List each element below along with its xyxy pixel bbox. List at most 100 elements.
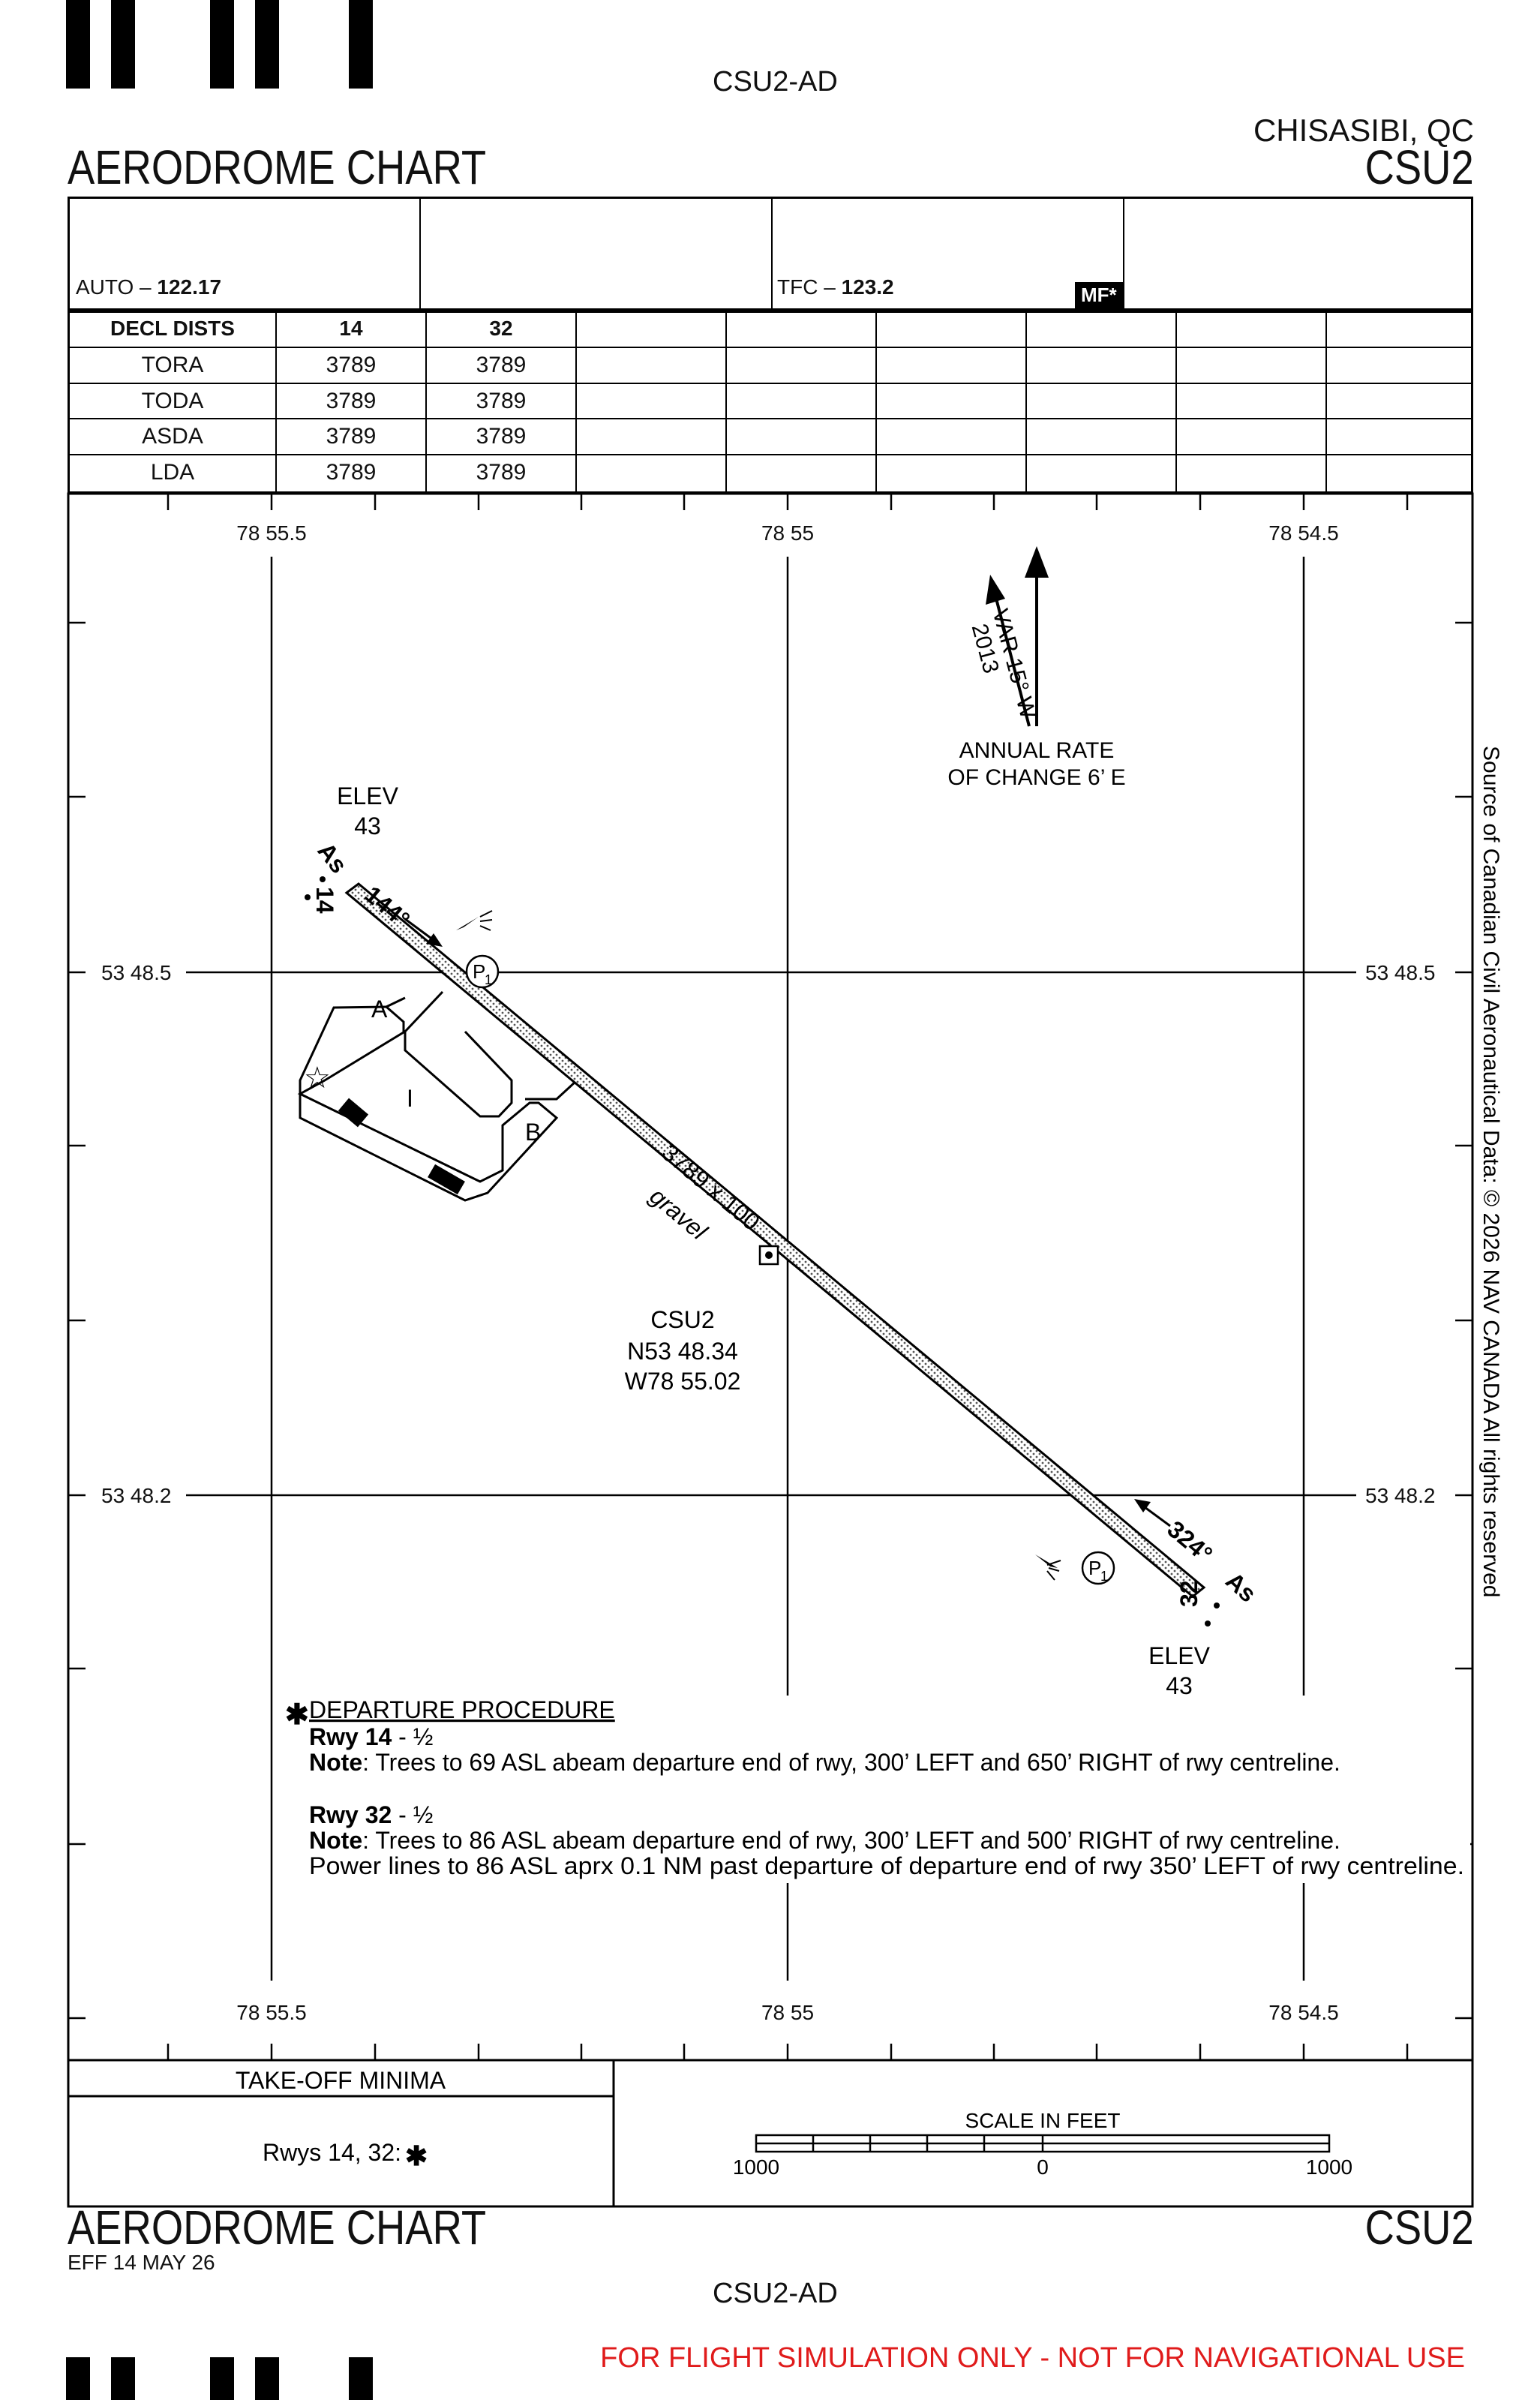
latitude-label: 53 48.5 [1365,961,1435,984]
tfc-value: 123.2 [841,275,894,299]
arp-id: CSU2 [650,1306,714,1333]
graticule [186,557,1356,1981]
runway-light-dot [305,894,311,900]
runway-light-dot [320,876,326,882]
table-cell: 3789 [476,353,527,377]
taxiway-label-i: I [407,1085,413,1112]
rwy14-lighting: As [312,837,353,878]
edge-ticks [68,494,1472,2060]
magnetic-north-arrow [986,575,1031,727]
longitude-label: 78 55 [761,2001,814,2024]
table-cell: 3789 [326,389,377,413]
simulation-disclaimer: FOR FLIGHT SIMULATION ONLY - NOT FOR NAV… [600,2342,1465,2374]
taxiway-a-edge [386,996,406,1008]
asterisk-icon: ✱ [405,2140,428,2171]
runway-light-dot [1205,1621,1211,1627]
table-row-label: ASDA [142,424,203,449]
bottom-panel [67,2059,1474,2208]
papi-subscript: 1 [485,972,492,987]
rwy-14-column-header: 14 [339,317,363,340]
table-row-label: TODA [141,389,204,413]
auto-label: AUTO – [76,275,152,299]
taxiway-label-a: A [371,996,388,1023]
table-cell: 3789 [476,460,527,485]
departure-rwy32-heading: Rwy 32 - ½ [309,1801,433,1828]
rwy32-label: Rwy 32 [309,1801,392,1828]
table-row-label: LDA [150,460,195,485]
papi-arrow-icon [1035,1554,1061,1581]
rwy14-direction-arrow [404,918,443,947]
note-label: Note [309,1827,362,1854]
rwy14-label: Rwy 14 [309,1723,392,1750]
latitude-label: 53 48.2 [1365,1484,1435,1507]
table-cell: 3789 [326,424,377,449]
table-row-label: TORA [141,353,204,377]
table-cell: 3789 [476,389,527,413]
annual-rate-line1: ANNUAL RATE [959,738,1115,763]
rwy32-lighting: As [1220,1566,1261,1607]
rwy32-number: 32 [1175,1580,1202,1607]
arp-lat: N53 48.34 [627,1338,738,1365]
asterisk-icon: ✱ [285,1699,309,1731]
papi-symbol: P 1 [465,954,500,989]
location-name: CHISASIBI, QC [1253,113,1474,148]
takeoff-minima-value: Rwys 14, 32: [263,2139,401,2166]
latitude-label: 53 48.5 [101,961,171,984]
effective-date: EFF 14 MAY 26 [68,2251,215,2274]
footer-chart-title: AERODROME CHART [68,2200,487,2254]
rwy14-elev-label: ELEV [337,782,398,810]
frequency-panel: AUTO – 122.17 TFC – 123.2 MF* [68,197,1473,311]
rwy32-value: - ½ [392,1801,433,1828]
rwy14-number: 14 [311,887,338,914]
taxiway-label-b: B [525,1119,541,1146]
papi-letter: P [473,960,485,983]
doc-code-top: CSU2-AD [713,66,838,98]
papi-subscript: 1 [1100,1569,1108,1584]
runway-light-dot [1214,1603,1220,1609]
papi-letter: P [1088,1557,1101,1579]
north-arrow [1025,546,1049,726]
building [428,1164,465,1195]
mf-badge: MF* [1075,282,1123,308]
scale-zero-label: 0 [1037,2155,1049,2179]
apron-outline [297,1005,559,1202]
departure-backing [285,1696,1470,1883]
papi-arrow-icon [456,910,493,931]
building [338,1098,369,1128]
rwy-32-column-header: 32 [489,317,513,340]
scale-bar [755,2134,1331,2153]
tfc-label: TFC – [777,275,836,299]
tfc-frequency: TFC – 123.2 [777,275,894,299]
arp-symbol [758,1245,779,1266]
doc-code-bottom: CSU2-AD [713,2278,838,2309]
rwy32-elev-label: ELEV [1148,1642,1210,1669]
longitude-label: 78 55.5 [236,2001,306,2024]
departure-rwy14-heading: Rwy 14 - ½ [309,1723,433,1750]
note-text: : Trees to 86 ASL abeam departure end of… [362,1827,1340,1854]
scale-right-label: 1000 [1306,2155,1352,2179]
side-copyright: Source of Canadian Civil Aeronautical Da… [1478,746,1503,1597]
auto-frequency: AUTO – 122.17 [76,275,221,299]
star-icon: ☆ [304,1062,331,1095]
table-cell: 3789 [326,353,377,377]
table-cell: 3789 [326,460,377,485]
rwy14-elev-value: 43 [354,813,381,840]
chart-title: AERODROME CHART [68,140,487,194]
departure-rwy32-note2: Power lines to 86 ASL aprx 0.1 NM past d… [309,1852,1464,1879]
airport-id: CSU2 [1364,140,1474,194]
papi-symbol: P 1 [1081,1551,1115,1585]
annual-rate-line2: OF CHANGE 6’ E [947,765,1125,790]
note-text: : Trees to 69 ASL abeam departure end of… [362,1749,1340,1776]
takeoff-minima-title: TAKE-OFF MINIMA [236,2067,446,2094]
longitude-label: 78 54.5 [1268,2001,1338,2024]
decl-dists-header: DECL DISTS [110,317,235,340]
footer-airport-id: CSU2 [1364,2200,1474,2254]
scale-title: SCALE IN FEET [965,2109,1121,2132]
taxiway-loop [404,990,513,1118]
scale-left-label: 1000 [733,2155,779,2179]
rwy32-direction-arrow [1134,1499,1171,1527]
departure-rwy32-note: Note: Trees to 86 ASL abeam departure en… [309,1827,1340,1854]
longitude-label: 78 55.5 [236,521,306,545]
departure-title: DEPARTURE PROCEDURE [309,1696,615,1723]
